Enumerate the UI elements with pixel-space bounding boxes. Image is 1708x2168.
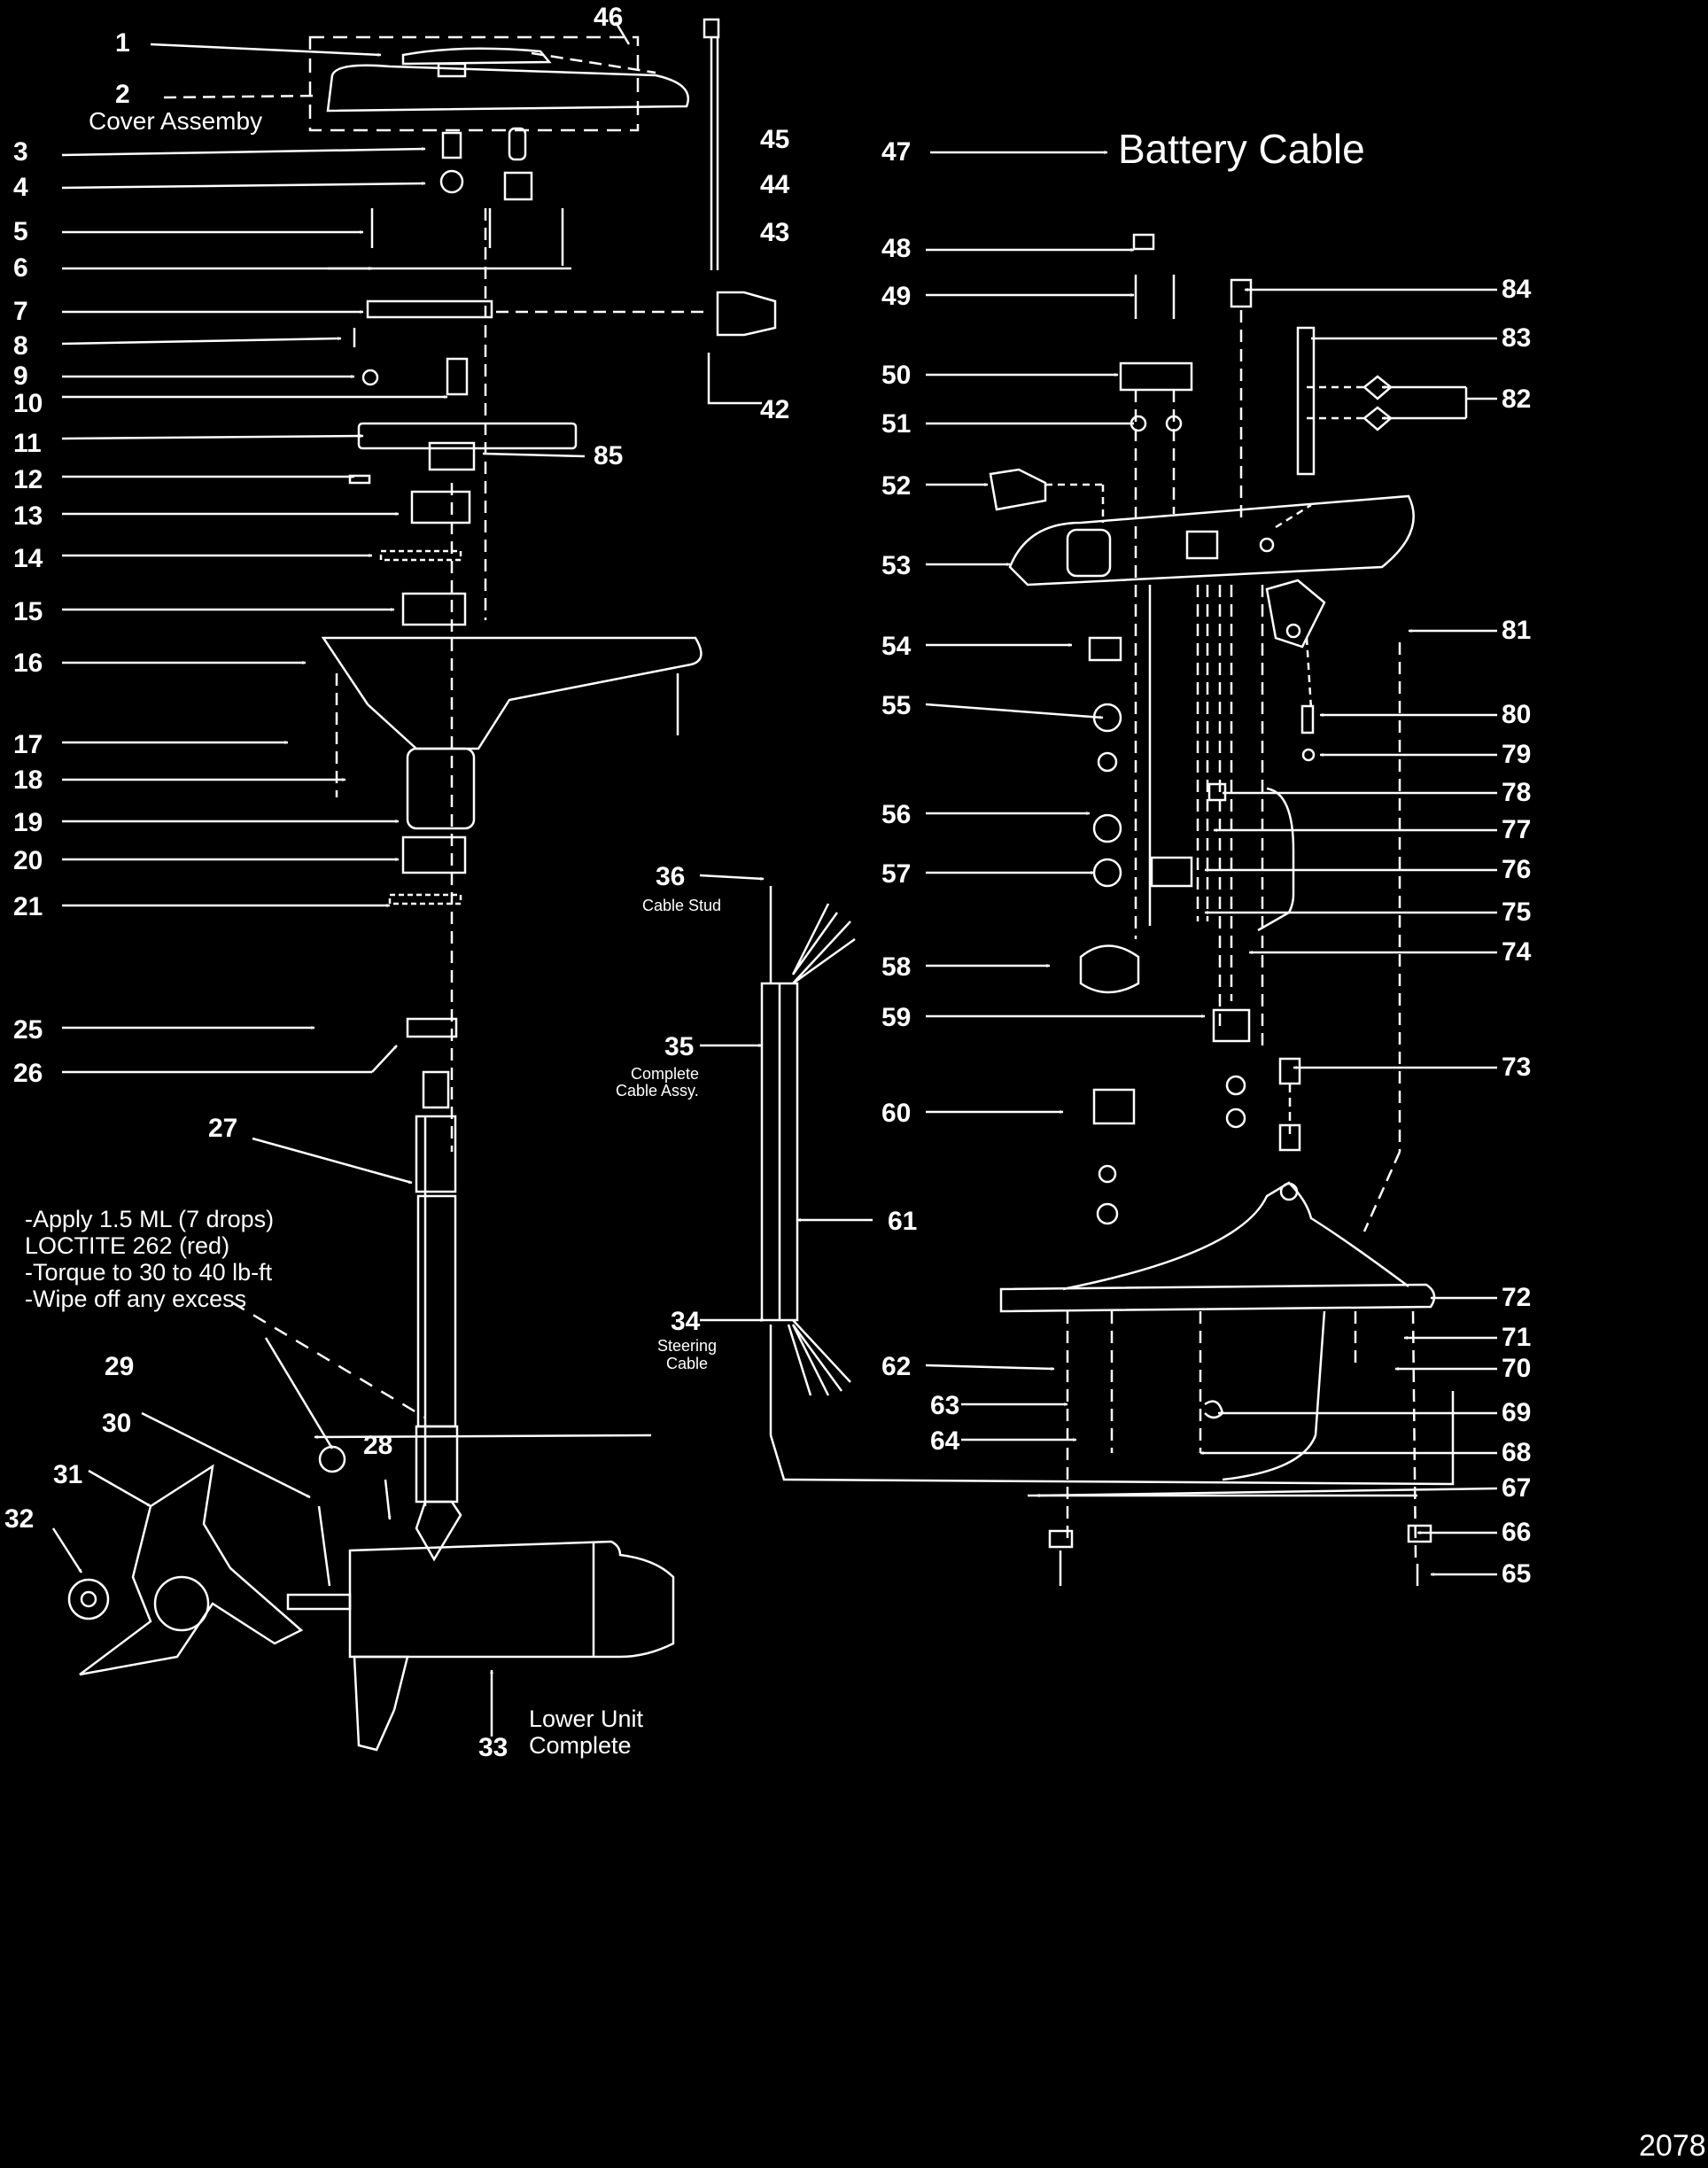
part-label-81: 81 [1502,616,1532,645]
complete-cable-caption-1: Complete [631,1065,700,1083]
part-label-83: 83 [1502,323,1532,353]
part-label-67: 67 [1502,1473,1532,1503]
part-label-35: 35 [664,1032,695,1061]
part-label-54: 54 [881,632,912,661]
part-label-25: 25 [13,1015,43,1045]
leader-lines-right [925,151,1498,1576]
part-label-1: 1 [115,28,130,58]
part-label-49: 49 [881,282,912,311]
steering-cable-caption-2: Cable [666,1355,709,1372]
cover-assembly-parts [308,18,777,1562]
part-label-44: 44 [760,170,790,199]
part-label-71: 71 [1502,1323,1532,1352]
part-label-11: 11 [13,429,42,458]
loctite-note-line-3: -Torque to 30 to 40 lb-ft [25,1259,273,1286]
part-label-52: 52 [881,471,912,501]
part-label-72: 72 [1502,1283,1532,1312]
part-label-18: 18 [13,765,43,795]
loctite-note-line-4: -Wipe off any excess [25,1286,247,1312]
part-label-36: 36 [656,862,686,891]
figure-number: 2078 [1639,2129,1706,2163]
part-label-15: 15 [13,597,43,626]
part-label-29: 29 [105,1352,135,1381]
part-label-33: 33 [478,1733,509,1762]
part-label-75: 75 [1502,898,1532,927]
part-label-78: 78 [1502,778,1532,807]
part-label-60: 60 [881,1099,912,1128]
part-label-46: 46 [594,3,624,32]
part-label-3: 3 [13,137,28,167]
part-label-76: 76 [1502,855,1532,884]
part-label-82: 82 [1502,385,1532,414]
part-label-64: 64 [930,1426,960,1456]
part-label-77: 77 [1502,815,1532,844]
part-label-80: 80 [1502,700,1532,729]
part-label-14: 14 [13,544,43,573]
part-label-30: 30 [102,1409,132,1438]
cable-assembly-parts [699,874,1455,1486]
part-label-65: 65 [1502,1559,1532,1589]
part-label-66: 66 [1502,1518,1532,1547]
part-label-7: 7 [13,297,28,326]
part-label-74: 74 [1502,937,1532,967]
part-label-59: 59 [881,1003,912,1032]
steering-cable-caption-1: Steering [657,1337,718,1355]
part-label-84: 84 [1502,275,1532,304]
complete-cable-caption-2: Cable Assy. [616,1082,699,1100]
part-label-2: 2 [115,80,130,109]
part-label-73: 73 [1502,1053,1532,1082]
part-label-42: 42 [760,395,790,424]
control-head-parts [989,233,1436,1586]
part-label-85: 85 [594,441,624,470]
part-label-31: 31 [53,1460,83,1489]
part-label-19: 19 [13,808,43,837]
part-label-13: 13 [13,501,43,531]
part-label-27: 27 [208,1114,238,1143]
part-label-47: 47 [881,137,912,167]
lower-unit-parts [51,1301,675,1752]
part-label-20: 20 [13,846,43,875]
part-label-8: 8 [13,331,28,361]
part-label-48: 48 [881,234,912,263]
part-label-57: 57 [881,859,912,889]
part-label-12: 12 [13,465,43,494]
part-label-62: 62 [881,1352,912,1381]
part-label-50: 50 [881,361,912,390]
part-label-43: 43 [760,218,790,247]
cable-stud-caption: Cable Stud [642,897,722,914]
part-label-10: 10 [13,389,43,418]
leader-lines-left [61,43,652,1439]
part-label-9: 9 [13,361,28,391]
loctite-note-line-1: -Apply 1.5 ML (7 drops) [25,1206,275,1232]
part-label-61: 61 [888,1207,918,1236]
cover-assembly-caption: Cover Assemby [89,107,263,135]
part-label-4: 4 [13,173,28,202]
part-label-53: 53 [881,551,912,580]
part-label-58: 58 [881,952,912,982]
loctite-note-line-2: LOCTITE 262 (red) [25,1232,230,1259]
part-label-68: 68 [1502,1438,1532,1467]
part-label-17: 17 [13,730,43,759]
part-label-26: 26 [13,1059,43,1088]
part-label-79: 79 [1502,740,1532,769]
part-label-34: 34 [671,1307,701,1336]
part-label-56: 56 [881,800,912,829]
part-label-32: 32 [4,1504,35,1534]
part-label-70: 70 [1502,1354,1532,1383]
part-label-69: 69 [1502,1398,1532,1427]
part-label-28: 28 [363,1431,393,1460]
part-label-51: 51 [881,409,912,439]
part-label-63: 63 [930,1391,960,1420]
lower-unit-caption-1: Lower Unit [529,1706,644,1732]
part-label-5: 5 [13,217,28,246]
part-label-6: 6 [13,253,28,283]
part-label-21: 21 [13,892,43,921]
part-label-16: 16 [13,649,43,678]
part-label-45: 45 [760,125,790,154]
part-label-55: 55 [881,691,912,720]
battery-cable-caption: Battery Cable [1118,126,1365,172]
lower-unit-caption-2: Complete [529,1732,632,1759]
